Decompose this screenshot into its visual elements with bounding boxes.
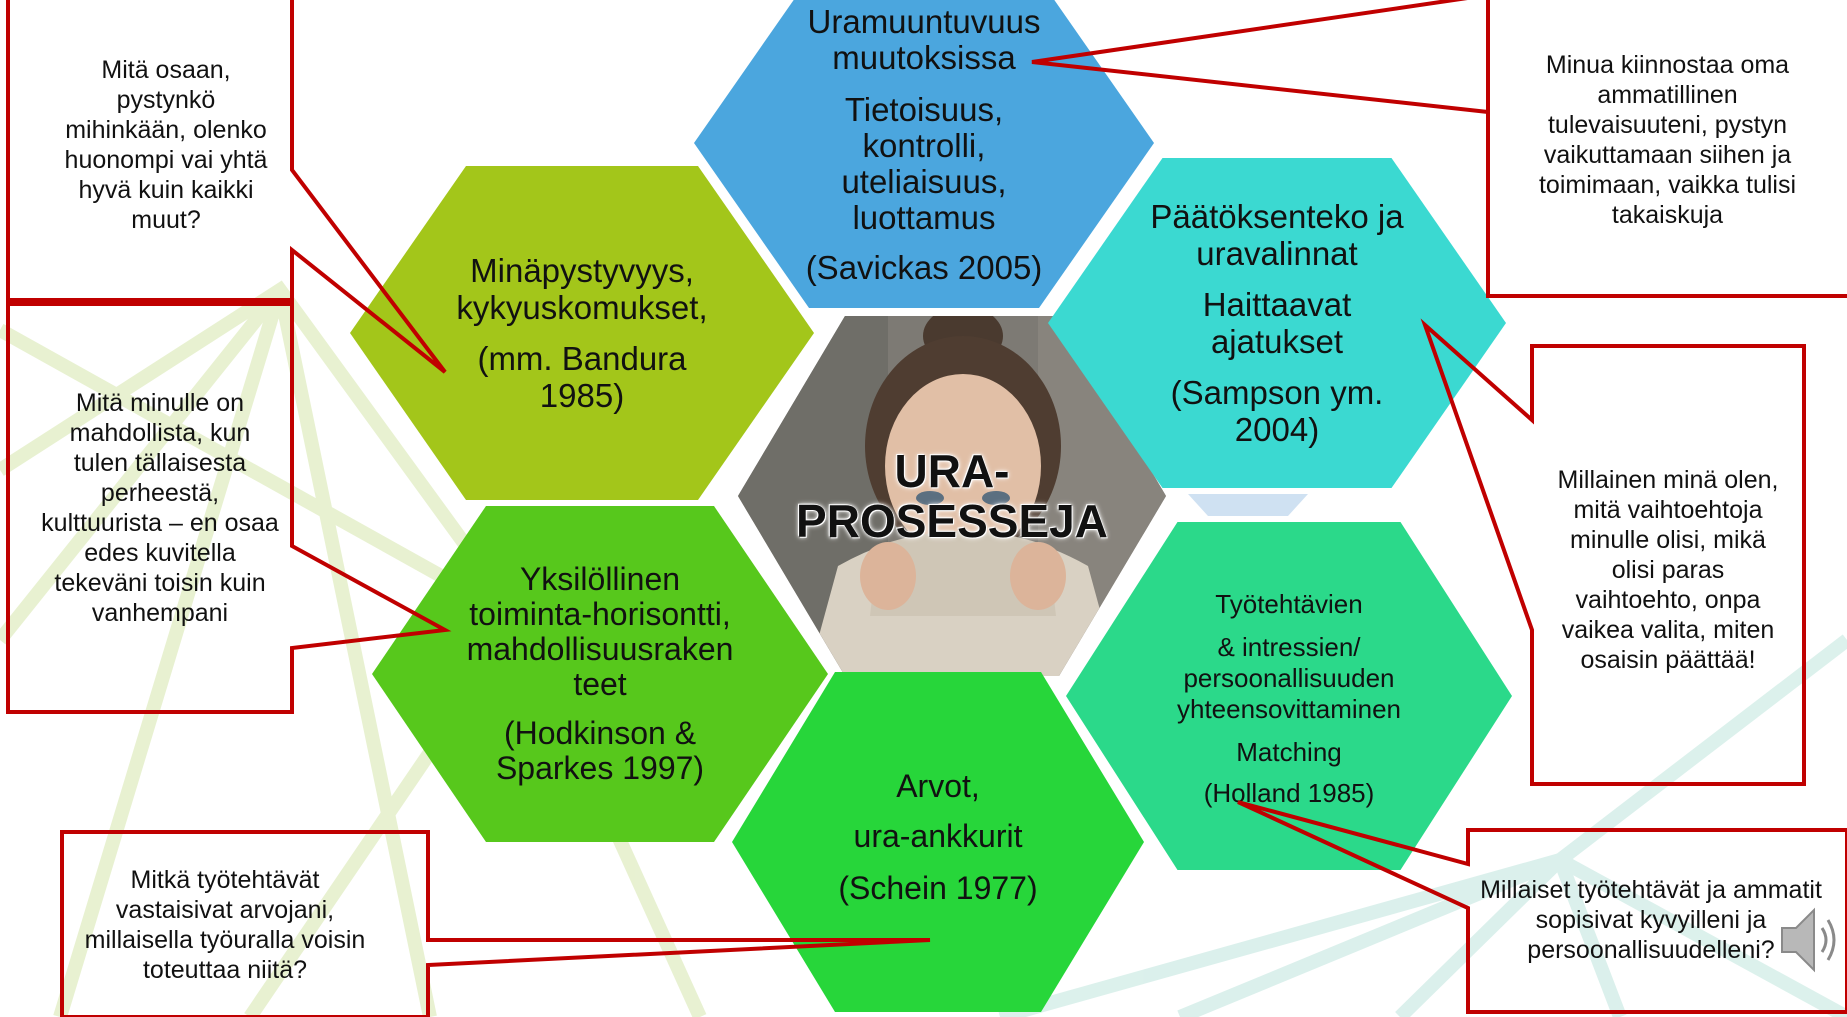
hex-rt-ref2: 2004) [1234, 411, 1320, 448]
hex-top-body3: uteliaisuus, [841, 163, 1007, 200]
hex-rb-line4: yhteensovittaminen [1176, 694, 1402, 724]
callout-mid-right: Millainen minä olen, mitä vaihtoehtoja m… [1557, 466, 1779, 674]
callout-top-right-pointer [1031, 0, 1489, 114]
center-title: URA- PROSESSEJA [796, 446, 1108, 546]
callout-top-left: Mitä osaan, pystynkö mihinkään, olenko h… [64, 56, 268, 234]
hex-rt-body2: ajatukset [1210, 323, 1344, 360]
hex-lb-line3: mahdollisuusraken [466, 631, 734, 667]
speaker-icon[interactable] [1778, 900, 1840, 980]
hex-top-title-line1: Uramuuntuvuus [807, 3, 1041, 40]
hex-top-title-line2: muutoksissa [832, 39, 1016, 76]
callout-bottom-left-outline [60, 830, 931, 1017]
hex-rt-body1: Haittaavat [1202, 286, 1352, 323]
hex-lt-ref2: 1985) [539, 377, 625, 414]
callout-bottom-right: Millaiset työtehtävät ja ammatit sopisiv… [1480, 876, 1822, 964]
hexagon-sampson: Päätöksenteko ja uravalinnat Haittaavat … [1048, 158, 1506, 488]
hex-lb-line4: teet [573, 666, 627, 702]
center-title-line1: URA- [894, 445, 1010, 497]
hex-lt-ref1: (mm. Bandura [477, 340, 687, 377]
hex-lb-ref2: Sparkes 1997) [495, 750, 705, 786]
callout-top-left-outline [6, 0, 447, 374]
hex-rb-body1: Matching [1236, 737, 1342, 767]
callout-bottom-left: Mitkä työtehtävät vastaisivat arvojani, … [84, 866, 366, 984]
hex-lb-line2: toiminta-horisontti, [469, 596, 731, 632]
hex-rb-line1: Työtehtävien [1215, 589, 1363, 619]
callout-mid-left: Mitä minulle on mahdollista, kun tulen t… [41, 389, 279, 627]
connector-shape [1188, 494, 1308, 516]
hexagon-holland: Työtehtävien & intressien/ persoonallisu… [1066, 522, 1512, 870]
hex-lt-line1: Minäpystyvyys, [470, 252, 694, 289]
hex-rt-ref1: (Sampson ym. [1170, 374, 1384, 411]
hex-top-ref: (Savickas 2005) [805, 249, 1043, 286]
hex-rb-line2: & intressien/ [1217, 632, 1361, 662]
callout-mid-right-outline [1420, 318, 1806, 786]
center-title-line2: PROSESSEJA [796, 495, 1108, 547]
hexagon-hodkinson: Yksilöllinen toiminta-horisontti, mahdol… [372, 506, 828, 842]
hex-top-body2: kontrolli, [862, 127, 986, 164]
hex-top-body4: luottamus [852, 199, 996, 236]
callout-top-right-outline [1486, 0, 1847, 298]
hex-rt-title-line1: Päätöksenteko ja [1150, 198, 1404, 235]
hex-bottom-line1: Arvot, [896, 768, 980, 804]
hex-rb-ref: (Holland 1985) [1203, 778, 1375, 808]
callout-bottom-right-outline [1237, 800, 1847, 1014]
hex-bottom-ref: (Schein 1977) [838, 870, 1038, 906]
hex-top-body1: Tietoisuus, [844, 91, 1004, 128]
hex-rt-title-line2: uravalinnat [1196, 235, 1358, 272]
hex-rb-line3: persoonallisuuden [1183, 663, 1395, 693]
hex-lt-line2: kykyuskomukset, [456, 289, 708, 326]
hex-bottom-line2: ura-ankkurit [853, 818, 1023, 854]
callout-mid-left-outline [6, 302, 452, 714]
hex-lb-line1: Yksilöllinen [519, 561, 681, 597]
callout-top-right: Minua kiinnostaa oma ammatillinen tuleva… [1538, 51, 1797, 229]
hex-lb-ref1: (Hodkinson & [503, 715, 697, 751]
